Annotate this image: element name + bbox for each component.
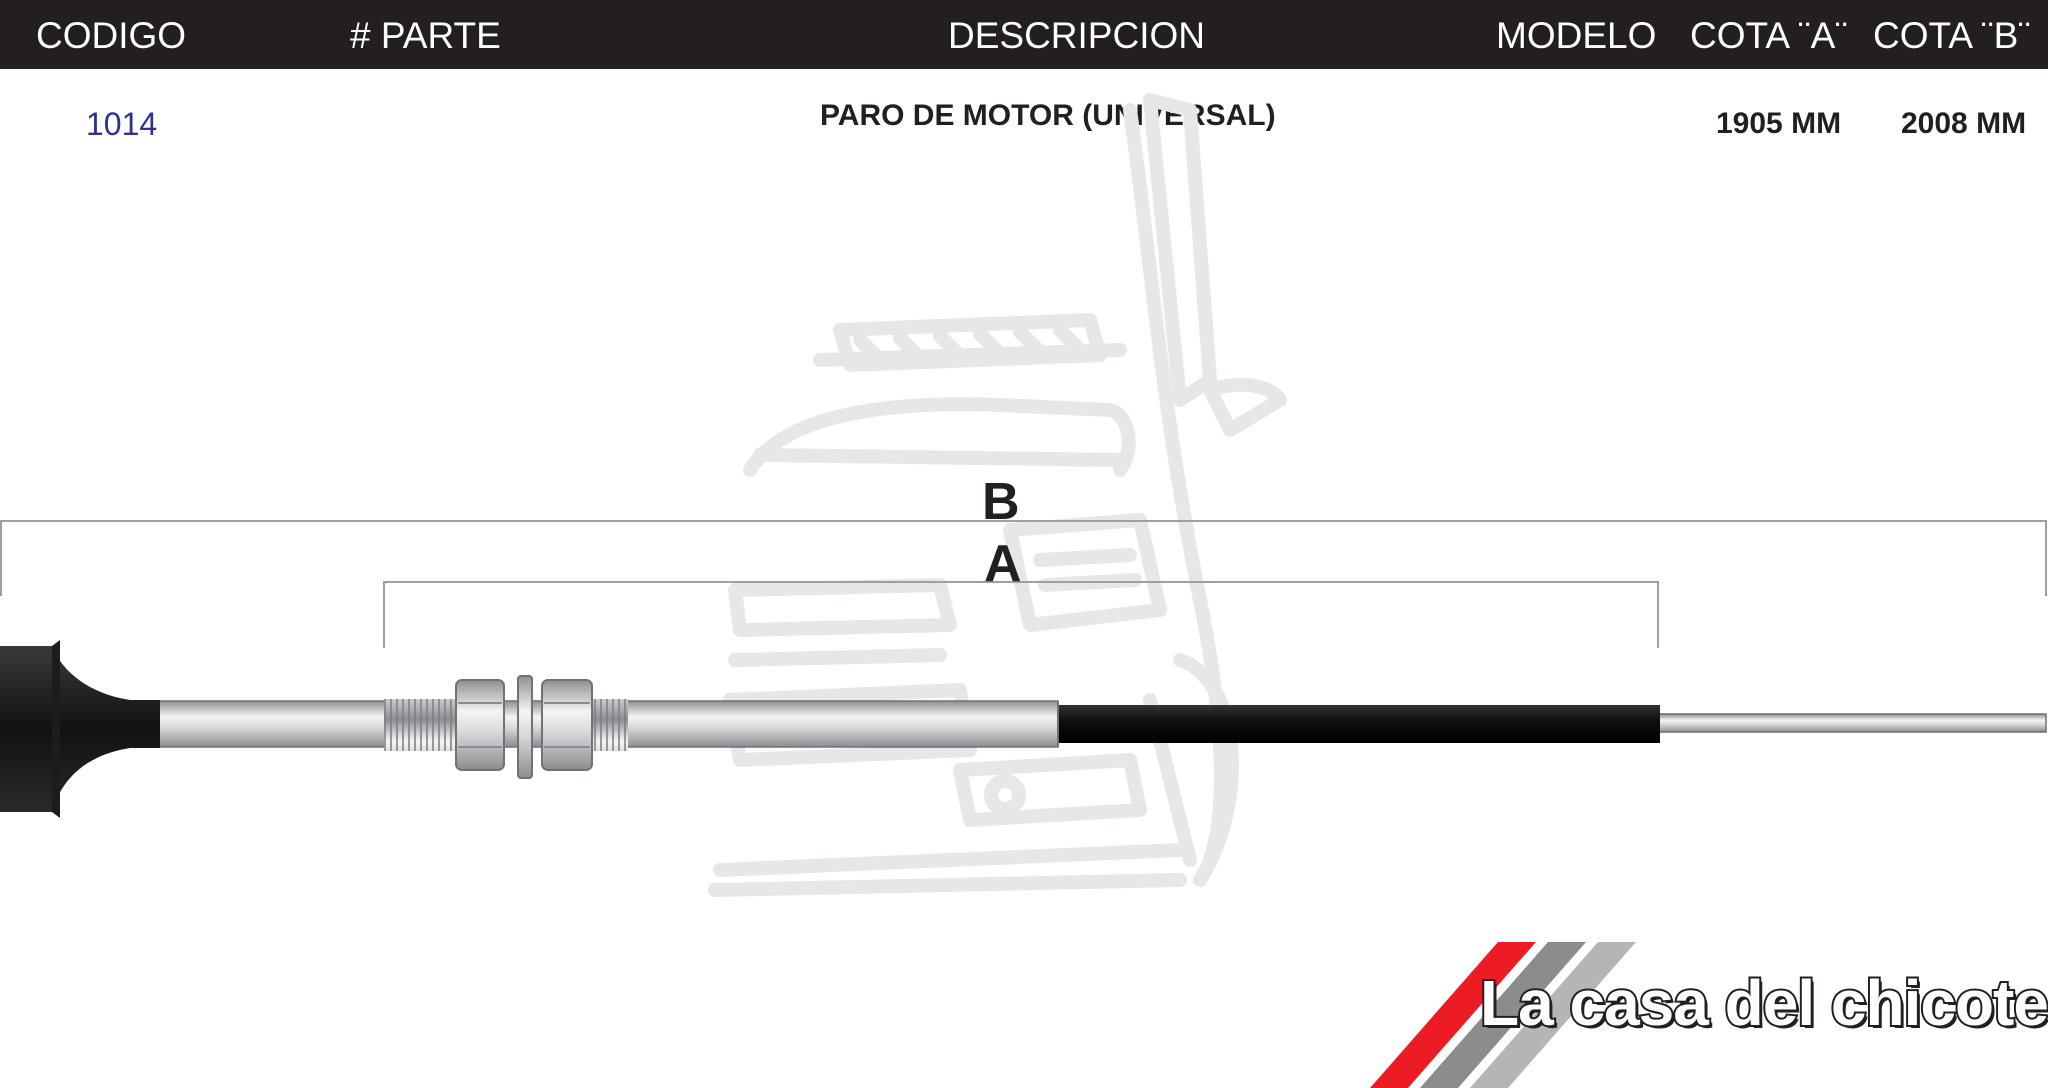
logo-stripes: [1370, 942, 1636, 1088]
dimension-b: [0, 520, 2047, 596]
truck-watermark: [708, 93, 1287, 897]
header-parte: # PARTE: [350, 15, 501, 56]
row-codigo: 1014: [86, 106, 158, 142]
dimension-label-b: B: [982, 473, 1020, 531]
header-descripcion: DESCRIPCION: [948, 15, 1205, 56]
dimension-a: [383, 581, 1659, 648]
pull-knob: [0, 646, 160, 812]
header-cota-b: COTA ¨B¨: [1873, 15, 2031, 56]
table-header-bar: CODIGO # PARTE DESCRIPCION MODELO COTA ¨…: [0, 0, 2048, 69]
thread-left: [384, 699, 458, 751]
brand-logo-text: La casa del chicote: [1478, 966, 2048, 1040]
cable-end-rod: [1655, 713, 2047, 733]
row-cota-a: 1905 MM: [1716, 107, 1842, 140]
nut-left: [455, 679, 505, 771]
dimension-label-a: A: [984, 535, 1022, 593]
row-descripcion: PARO DE MOTOR (UNIVERSAL): [820, 99, 1276, 132]
row-cota-b: 2008 MM: [1901, 107, 2027, 140]
cable-black-sheath: [1054, 705, 1660, 743]
header-cota-a: COTA ¨A¨: [1690, 15, 1848, 56]
header-codigo: CODIGO: [36, 15, 187, 56]
header-modelo: MODELO: [1496, 15, 1657, 56]
thread-right: [592, 699, 628, 751]
washer: [517, 675, 533, 779]
nut-right: [541, 679, 593, 771]
